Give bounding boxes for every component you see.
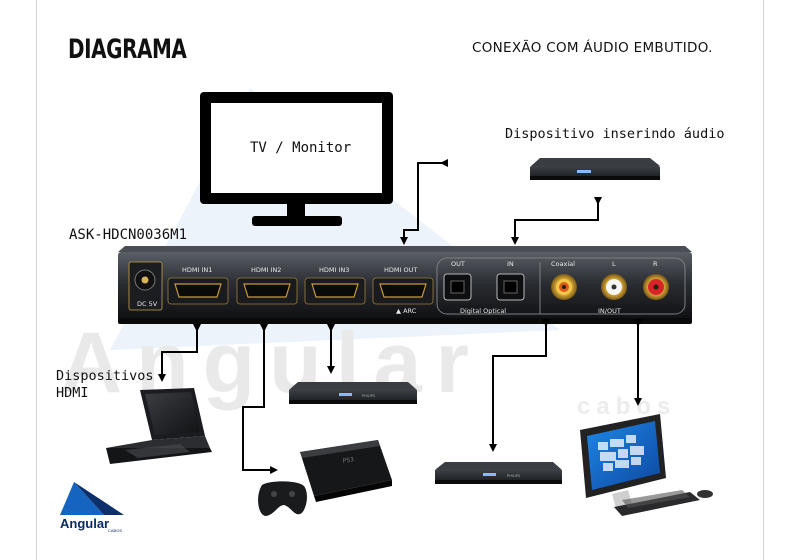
svg-text:PS3: PS3 <box>342 456 354 465</box>
switch-box: DC 5V HDMI IN1 HDMI IN2 HDMI IN3 HDMI OU… <box>118 246 692 324</box>
watermark-sub: cabos <box>577 393 676 420</box>
page-subtitle: CONEXÃO COM ÁUDIO EMBUTIDO. <box>472 40 713 56</box>
game-controller-icon <box>258 481 307 516</box>
arrow-hdmi-in2-console <box>242 324 278 474</box>
hdmi-out-label: HDMI OUT <box>384 266 417 274</box>
audio-source-player-icon <box>530 158 660 180</box>
dc-label: DC 5V <box>137 300 158 308</box>
right-border <box>763 0 764 560</box>
arrow-optical-out-player <box>489 319 550 452</box>
bottom-player-brand: PHILIPS <box>507 474 521 478</box>
coaxial-label: Coaxial <box>551 260 575 268</box>
model-label: ASK-HDCN0036M1 <box>69 227 188 243</box>
hdmi-devices-line1: Dispositivos <box>56 368 154 384</box>
arrow-tv-hdmi-out <box>400 159 448 245</box>
logo-sub: CABOS <box>108 528 123 533</box>
right-channel-label: R <box>653 260 658 268</box>
optical-ports <box>443 273 525 301</box>
tv-monitor-icon <box>200 92 393 226</box>
page-title: DIAGRAMA <box>68 34 187 65</box>
audio-device-label: Dispositivo inserindo áudio <box>505 126 725 142</box>
angular-logo-icon <box>60 482 124 515</box>
optical-group-label: Digital Optical <box>460 307 506 315</box>
arc-label: ▲ ARC <box>396 307 417 315</box>
connection-arrows <box>158 159 642 474</box>
hdmi-in2-label: HDMI IN2 <box>251 266 281 274</box>
game-console-icon: PS3 <box>300 440 392 502</box>
hdmi-ports <box>167 277 434 305</box>
hdmi-devices-label: Dispositivos HDMI <box>56 368 154 402</box>
all-in-one-pc-icon <box>580 414 713 516</box>
middle-player-icon: PHILIPS <box>289 382 417 404</box>
tv-label: TV / Monitor <box>250 140 352 156</box>
laptop-icon <box>106 388 212 464</box>
bottom-player-icon: PHILIPS <box>435 462 562 484</box>
middle-player-brand: PHILIPS <box>362 394 376 398</box>
hdmi-devices-line2: HDMI <box>56 385 89 401</box>
left-border <box>36 0 37 560</box>
rca-jacks <box>551 274 669 300</box>
hdmi-in3-label: HDMI IN3 <box>319 266 349 274</box>
arrow-audio-optical-in <box>511 197 602 245</box>
inout-label: IN/OUT <box>598 307 621 315</box>
arrow-hdmi-in1-laptop <box>158 324 201 382</box>
optical-in-label: IN <box>507 260 514 268</box>
left-channel-label: L <box>612 260 616 268</box>
optical-out-label: OUT <box>451 260 465 268</box>
hdmi-in1-label: HDMI IN1 <box>182 266 212 274</box>
logo-name: Angular <box>60 516 110 531</box>
